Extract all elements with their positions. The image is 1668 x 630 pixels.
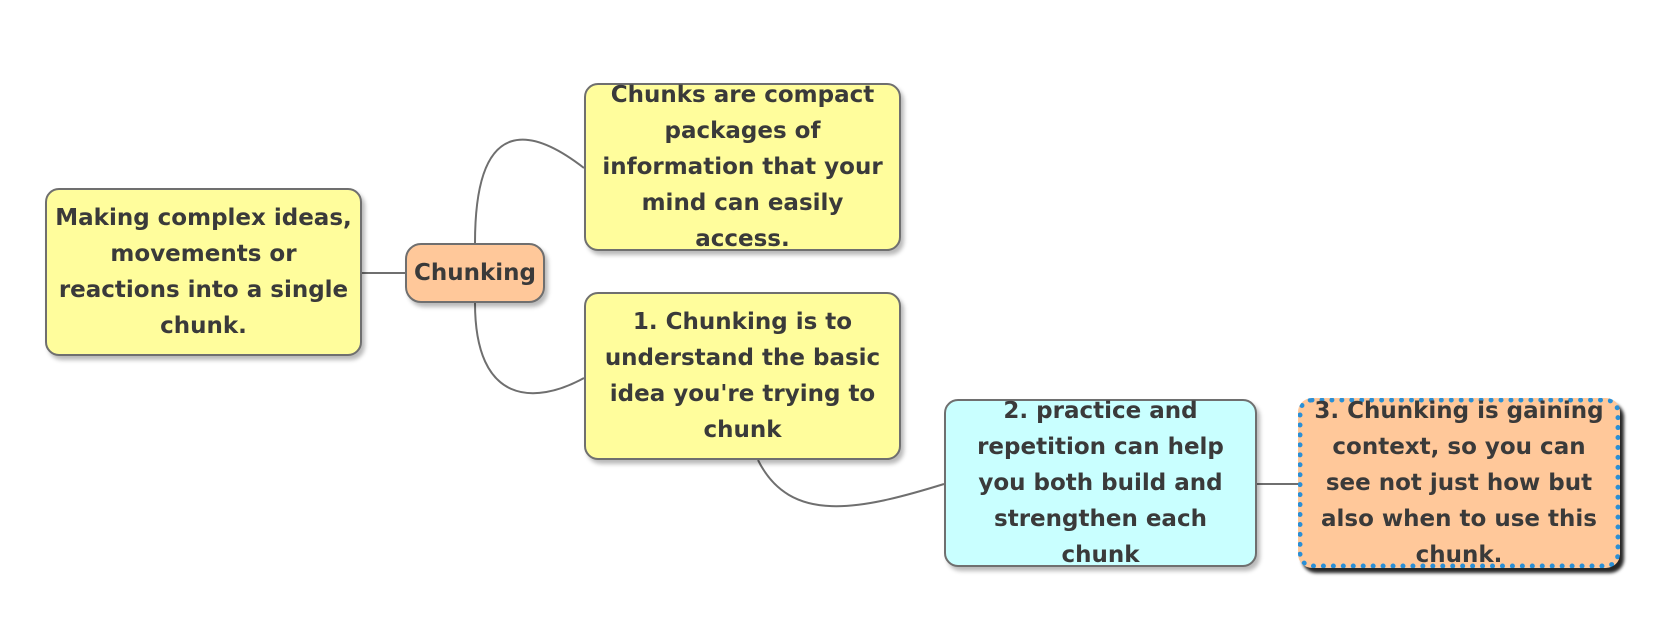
left-topic-text: Making complex ideas, movements or react… xyxy=(55,205,352,339)
connector-step1-to-step2 xyxy=(757,459,945,508)
top-topic-node[interactable]: Chunks are compact packages of informati… xyxy=(584,82,901,252)
step1-topic-text: 1. Chunking is to understand the basic i… xyxy=(604,309,881,443)
left-topic-node[interactable]: Making complex ideas, movements or react… xyxy=(45,188,362,356)
step3-topic-node[interactable]: 3. Chunking is gaining context, so you c… xyxy=(1298,398,1620,568)
step3-topic-text: 3. Chunking is gaining context, so you c… xyxy=(1314,398,1604,568)
central-topic-label: Chunking xyxy=(413,260,537,286)
step2-topic-text: 2. practice and repetition can help you … xyxy=(977,398,1224,568)
step2-topic-node[interactable]: 2. practice and repetition can help you … xyxy=(944,398,1257,568)
connector-central-to-top xyxy=(474,138,585,244)
central-topic-node[interactable]: Chunking xyxy=(405,243,545,303)
step1-topic-node[interactable]: 1. Chunking is to understand the basic i… xyxy=(584,292,901,460)
connector-central-to-step1 xyxy=(474,302,585,395)
top-topic-text: Chunks are compact packages of informati… xyxy=(602,82,883,252)
